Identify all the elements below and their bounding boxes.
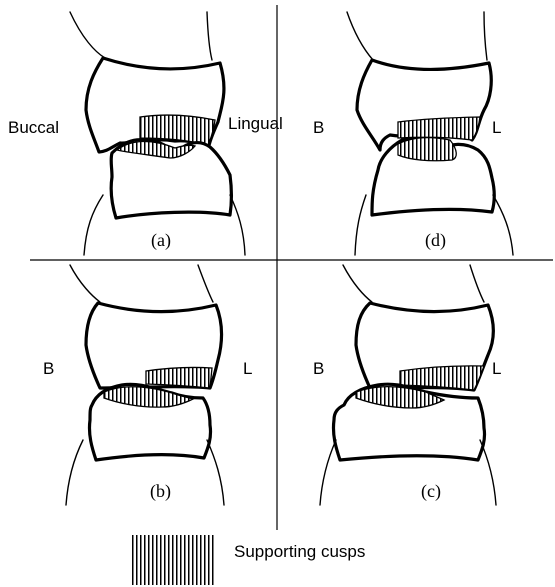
lingual-label: L bbox=[492, 118, 501, 137]
upper-root-line bbox=[207, 12, 212, 60]
legend: Supporting cusps bbox=[130, 535, 365, 585]
lower-root-line bbox=[66, 440, 83, 505]
upper-root-line bbox=[470, 265, 484, 302]
panel-caption: (b) bbox=[150, 481, 171, 502]
lower-root-line bbox=[493, 195, 513, 255]
upper-root-line bbox=[343, 265, 372, 302]
panel-c: B L (c) bbox=[313, 265, 501, 505]
buccal-label: B bbox=[313, 118, 324, 137]
upper-root-line bbox=[484, 12, 487, 60]
legend-label: Supporting cusps bbox=[234, 542, 365, 561]
lingual-label: L bbox=[492, 359, 501, 378]
lingual-label: L bbox=[243, 359, 252, 378]
panel-caption: (c) bbox=[421, 481, 441, 502]
buccal-label: B bbox=[43, 359, 54, 378]
supporting-cusp bbox=[146, 367, 212, 388]
lower-root-line bbox=[207, 440, 224, 505]
lingual-label: Lingual bbox=[228, 114, 283, 133]
lower-root-line bbox=[320, 440, 336, 505]
panel-d: B L (d) bbox=[313, 12, 513, 255]
panel-caption: (d) bbox=[425, 230, 446, 251]
lower-root-line bbox=[84, 195, 103, 255]
upper-root-line bbox=[347, 12, 373, 60]
upper-root-line bbox=[70, 265, 100, 302]
lower-root-line bbox=[355, 195, 366, 255]
buccal-label: B bbox=[313, 359, 324, 378]
supporting-cusp bbox=[398, 138, 456, 161]
buccal-label: Buccal bbox=[8, 118, 59, 137]
supporting-cusp bbox=[398, 117, 480, 140]
legend-hatch-swatch bbox=[130, 535, 215, 585]
panel-b: B L (b) bbox=[43, 265, 252, 505]
upper-root-line bbox=[70, 12, 105, 58]
upper-root-line bbox=[198, 265, 213, 302]
panel-a: Buccal Lingual (a) bbox=[8, 12, 283, 255]
panel-caption: (a) bbox=[151, 230, 171, 251]
